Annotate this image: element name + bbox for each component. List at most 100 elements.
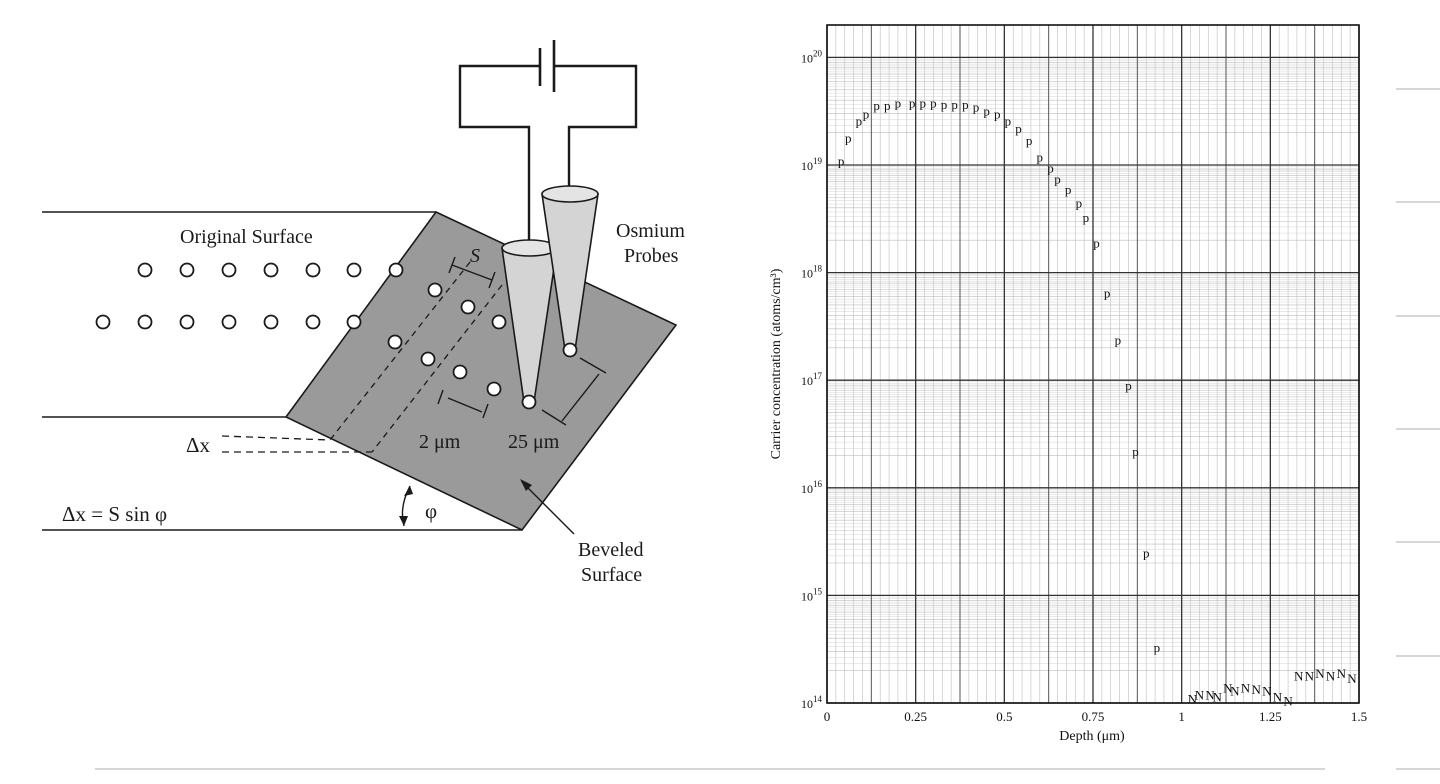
data-point-p: p [1104, 286, 1111, 301]
side-rule-7 [1396, 768, 1440, 770]
data-point-p: p [930, 96, 937, 111]
data-point-p: p [1125, 378, 1132, 393]
side-rule-6 [1396, 655, 1440, 657]
data-point-N: N [1262, 684, 1272, 699]
data-point-p: p [1026, 133, 1033, 148]
x-tick-label: 1.5 [1351, 709, 1367, 724]
data-point-p: p [973, 99, 980, 114]
y-tick-label: 1019 [801, 156, 823, 173]
data-point-p: p [1054, 171, 1061, 186]
data-point-p: p [856, 113, 863, 128]
osmium-probe-right [541, 185, 599, 358]
side-rule-1 [1396, 88, 1440, 90]
chart-x-axis-label: Depth (μm) [1059, 729, 1125, 744]
two-um-dimension [447, 397, 483, 413]
beveled-surface-leader [521, 481, 575, 535]
data-point-p: p [845, 131, 852, 146]
data-point-p: p [1047, 160, 1054, 175]
data-point-N: N [1212, 689, 1222, 704]
data-point-p: p [1115, 332, 1122, 347]
delta-x-formula: Δx = S sin φ [62, 502, 167, 526]
phi-label: φ [425, 499, 437, 523]
page-bottom-rule [95, 768, 1325, 770]
chart-major-grid [826, 25, 1360, 704]
data-point-N: N [1273, 689, 1283, 704]
probe-points-upper-row [137, 262, 502, 397]
two-um-label: 2 μm [419, 431, 461, 453]
data-point-N: N [1230, 684, 1240, 699]
data-point-N: N [1223, 680, 1233, 695]
x-tick-label: 0.5 [996, 709, 1012, 724]
probe-circuit [458, 64, 638, 245]
data-point-N: N [1326, 669, 1336, 684]
data-point-N: N [1205, 687, 1215, 702]
chart-y-axis-label: Carrier concentration (atoms/cm³) [769, 268, 784, 459]
beveled-surface-label-line2: Surface [581, 564, 642, 586]
data-point-p: p [1065, 182, 1072, 197]
junction-dashed-line-2 [371, 284, 503, 453]
side-rule-4 [1396, 428, 1440, 430]
side-rule-3 [1396, 315, 1440, 317]
side-rule-2 [1396, 201, 1440, 203]
data-point-p: p [951, 97, 958, 112]
data-point-N: N [1251, 682, 1261, 697]
battery-icon [538, 40, 556, 92]
junction-dashed-line-1 [329, 261, 471, 441]
data-point-p: p [1143, 546, 1150, 561]
data-point-N: N [1195, 687, 1205, 702]
data-point-p: p [941, 97, 948, 112]
original-surface-label: Original Surface [180, 226, 313, 248]
beveled-surface-label-line1: Beveled [578, 539, 644, 561]
bevel-diagram-svg: Original Surface Osmium Probes S Δx 2 μm… [42, 40, 685, 586]
data-point-p: p [994, 107, 1001, 122]
data-point-p: p [1154, 640, 1161, 655]
data-point-p: p [962, 97, 969, 112]
data-point-p: p [895, 96, 902, 111]
probe-points-lower-row [95, 299, 507, 330]
data-point-N: N [1337, 666, 1347, 681]
x-tick-label: 1.25 [1259, 709, 1282, 724]
data-point-p: p [1005, 113, 1012, 128]
x-tick-label: 0.25 [904, 709, 927, 724]
data-point-p: p [1132, 444, 1139, 459]
data-point-p: p [909, 96, 916, 111]
data-point-p: p [1015, 121, 1022, 136]
twentyfive-um-dimension [561, 373, 600, 422]
delta-x-dashed-upper [221, 435, 331, 441]
y-tick-label: 1018 [801, 264, 823, 281]
data-point-N: N [1294, 669, 1304, 684]
chart-plot-frame [826, 24, 1360, 704]
bevel-diagram: Original Surface Osmium Probes S Δx 2 μm… [42, 40, 685, 586]
twentyfive-um-label: 25 μm [508, 431, 560, 453]
data-point-p: p [1093, 236, 1100, 251]
y-tick-label: 1020 [801, 48, 823, 65]
data-point-N: N [1347, 671, 1357, 686]
data-point-p: p [838, 154, 845, 169]
spacing-s-label: S [470, 245, 480, 267]
y-tick-label: 1017 [801, 371, 823, 388]
data-point-N: N [1315, 666, 1325, 681]
data-point-p: p [884, 98, 891, 113]
y-tick-label: 1014 [801, 694, 823, 711]
data-point-N: N [1188, 692, 1198, 707]
data-point-N: N [1305, 669, 1315, 684]
data-point-p: p [1083, 210, 1090, 225]
data-point-p: p [983, 104, 990, 119]
delta-x-label: Δx [186, 433, 211, 457]
data-point-N: N [1241, 680, 1251, 695]
x-tick-label: 1 [1178, 709, 1185, 724]
data-point-p: p [1076, 195, 1083, 210]
osmium-probes-label-line1: Osmium [616, 220, 685, 242]
data-point-p: p [1037, 149, 1044, 164]
beveled-surface [284, 210, 678, 532]
data-point-p: p [873, 98, 880, 113]
osmium-probes-label-line2: Probes [624, 245, 679, 267]
data-point-p: p [920, 96, 927, 111]
y-tick-label: 1015 [801, 586, 823, 603]
side-rule-5 [1396, 541, 1440, 543]
